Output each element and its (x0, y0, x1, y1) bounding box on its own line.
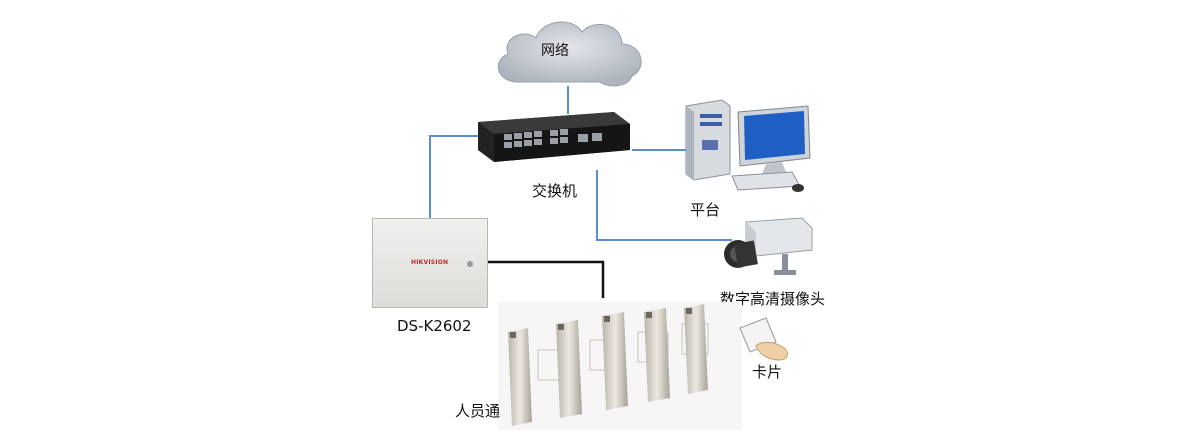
link-controller-turnstile (486, 260, 605, 298)
controller-indicator-light (467, 261, 473, 267)
card-label: 卡片 (752, 363, 783, 381)
platform-label: 平台 (690, 201, 721, 219)
controller-label: DS-K2602 (397, 317, 472, 335)
switch-label: 交换机 (532, 182, 578, 200)
network-label: 网络 (541, 43, 569, 59)
turnstile-gates (498, 302, 742, 430)
controller-brand-logo: HIKVISION (411, 259, 449, 266)
turnstile-label: 人员通 (455, 402, 501, 420)
access-controller-panel: HIKVISION (372, 218, 488, 308)
hd-camera (724, 217, 813, 275)
platform-computer (685, 99, 811, 192)
camera-label: 数字高清摄像头 (720, 290, 826, 308)
link-switch-camera (596, 170, 732, 241)
link-switch-controller (429, 135, 480, 222)
access-card (739, 317, 788, 361)
network-cloud (497, 21, 642, 87)
network-switch (478, 112, 630, 162)
